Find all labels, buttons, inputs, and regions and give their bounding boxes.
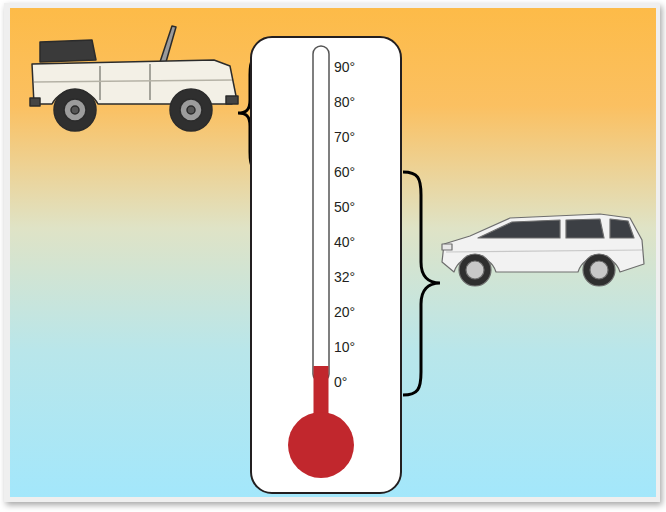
wagon-car — [442, 214, 644, 286]
temperature-label: 90° — [334, 58, 355, 76]
temperature-label: 60° — [334, 163, 355, 181]
gradient-panel — [10, 8, 656, 497]
right-bracket — [403, 172, 440, 395]
thermometer-body: 90° 80° 70° 60° 50° 40° 32° 20° 10° 0° — [250, 36, 402, 494]
temperature-label: 20° — [334, 303, 355, 321]
temperature-label: 70° — [334, 128, 355, 146]
mercury-column — [314, 366, 329, 436]
thermometer-bulb — [288, 412, 354, 478]
temperature-label: 32° — [334, 268, 355, 286]
frame — [4, 3, 660, 502]
temperature-label: 10° — [334, 338, 355, 356]
vintage-car — [30, 26, 238, 131]
temperature-label: 80° — [334, 93, 355, 111]
temperature-label: 0° — [334, 373, 347, 391]
thermometer-tube — [313, 46, 329, 382]
temperature-label: 40° — [334, 233, 355, 251]
temperature-label: 50° — [334, 198, 355, 216]
